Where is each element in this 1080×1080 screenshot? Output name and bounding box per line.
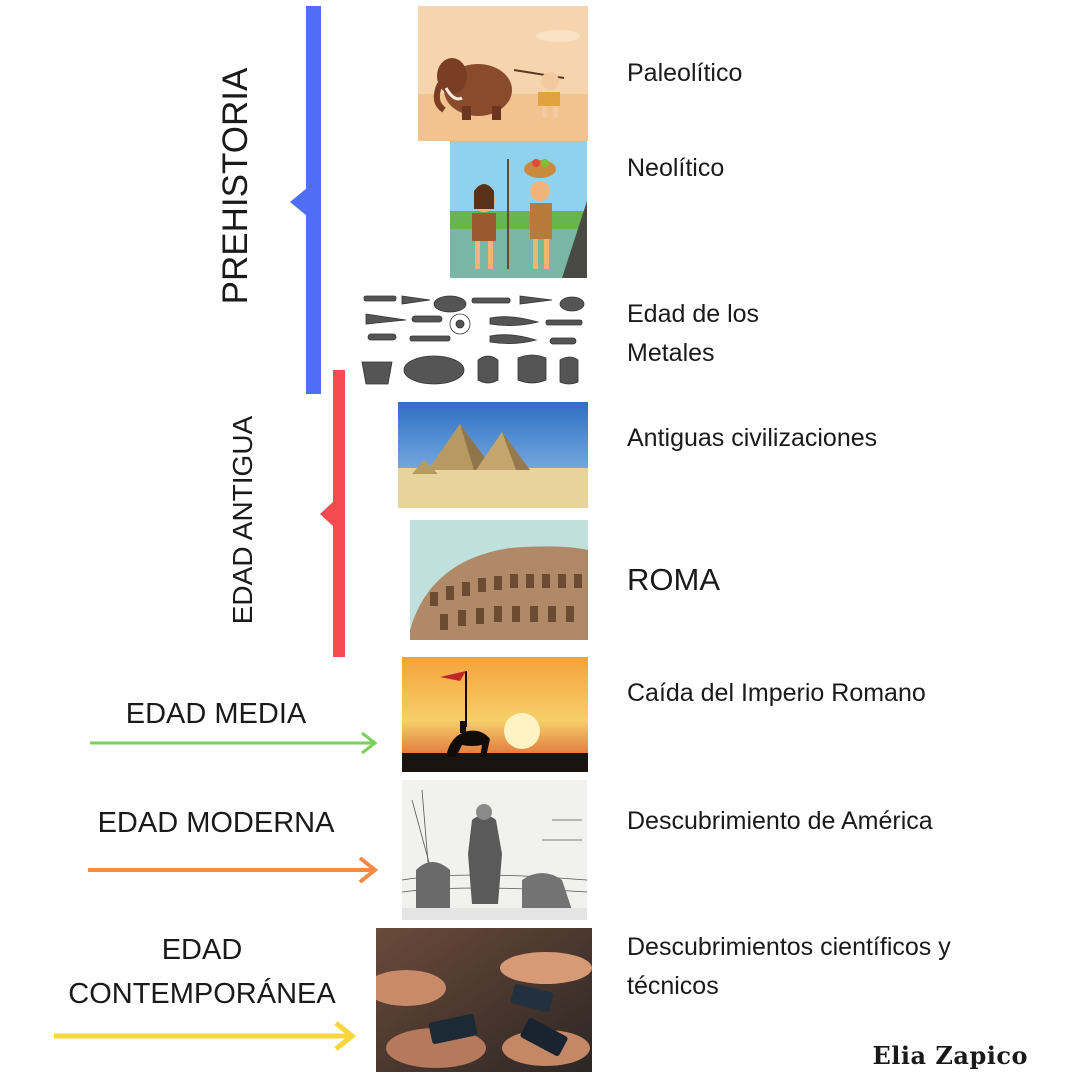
metales-caption-line1: Edad de los [627,300,760,328]
edad-antigua-label: EDAD ANTIGUA [227,415,258,625]
neolitico-caption: Neolítico [627,154,725,182]
caida-caption: Caída del Imperio Romano [627,679,926,707]
metales-image [360,290,590,390]
edad-antigua-bracket [333,370,345,657]
america-image [402,780,587,920]
edad-contemporanea-label-line2: CONTEMPORÁNEA [68,978,336,1010]
antiguas-caption: Antiguas civilizaciones [627,424,878,452]
edad-media-label: EDAD MEDIA [125,698,307,730]
antiguas-image [398,402,588,508]
metales-caption-line2: Metales [627,339,715,367]
roma-caption: ROMA [627,562,720,597]
neolitico-image [450,141,587,278]
cientificos-image [376,928,592,1072]
america-caption: Descubrimiento de América [627,807,933,835]
edad-contemporanea-arrow [54,1021,356,1051]
edad-antigua-bracket-notch [320,501,334,527]
author-signature: Elia Zapico [872,1041,1028,1070]
prehistoria-label: PREHISTORIA [216,67,255,305]
cientificos-caption-line1: Descubrimientos científicos y [627,933,951,961]
edad-moderna-arrow [88,856,379,884]
edad-media-arrow [90,731,378,755]
edad-contemporanea-label-line1: EDAD [161,934,243,966]
paleolitico-caption: Paleolítico [627,59,743,87]
prehistoria-bracket-notch [290,188,307,216]
caida-image [402,657,588,772]
paleolitico-image [418,6,588,141]
edad-moderna-label: EDAD MODERNA [97,807,335,839]
cientificos-caption-line2: técnicos [627,972,719,1000]
prehistoria-bracket [306,6,321,394]
roma-image [410,520,588,640]
